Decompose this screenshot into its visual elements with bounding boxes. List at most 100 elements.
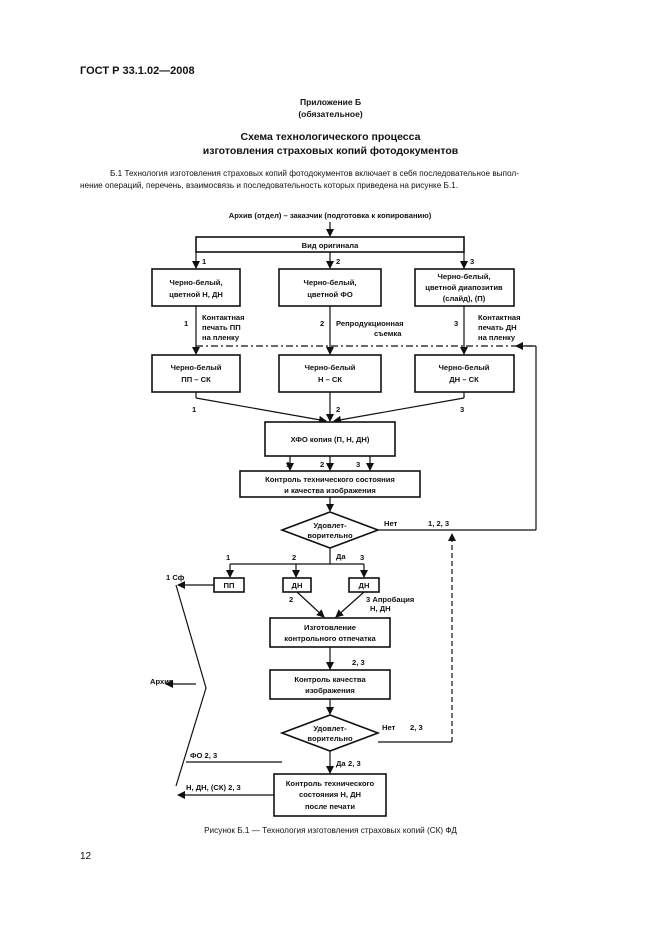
bw-box-2 [278,354,382,393]
nd-label: Н, ДН, (СК) 2, 3 [186,783,241,792]
box-text: ворительно [307,531,353,540]
box-text: ХФО копия (П, Н, ДН) [291,435,370,444]
box-text: Н – СК [318,375,342,384]
branch-number: 1 [192,405,197,414]
original-box-2 [278,268,382,307]
branch-number: 3 [356,460,360,469]
connector [335,591,365,618]
figure-caption: Рисунок Б.1 — Технология изготовления ст… [204,826,457,835]
branch-number: 1 [184,319,189,328]
annex-title: Приложение Б [299,97,362,107]
box-text: Черно-белый [305,363,356,372]
paragraph-line: нение операций, перечень, взаимосвязь и … [80,181,458,190]
branch-number: 2 [289,595,293,604]
branch-number: 3 [470,257,474,266]
box-text: после печати [305,802,355,811]
branch-number: 2 [336,257,340,266]
method-label: Контактная [478,313,521,322]
box-text: Изготовление [304,623,356,632]
box-text: Черно-белый, [438,272,491,281]
connector [195,397,327,424]
method-label: на пленку [202,333,240,342]
original-box-1 [151,268,241,307]
method-label: Контактная [202,313,245,322]
label-23: 2, 3 [352,658,365,667]
section-title-line: изготовления страховых копий фотодокумен… [202,145,459,157]
branch-number: 2 [336,405,340,414]
section-title: Схема технологического процесса изготовл… [0,130,661,158]
box-text: ДН – СК [449,375,479,384]
method-label: на пленку [478,333,516,342]
no-label: Нет [384,519,398,528]
final-box [273,773,387,817]
aprob-label: 3 Апробация [366,595,414,604]
box-text: ДН [292,581,303,590]
method-label: съемка [374,329,402,338]
box-text: цветной Н, ДН [169,290,223,299]
method-label: Репродукционная [336,319,404,328]
branch-number: 2 [320,460,324,469]
control-box [239,470,421,498]
method-label: печать ДН [478,323,517,332]
quality-box [269,669,391,700]
page-number: 12 [80,851,92,862]
document-header: ГОСТ Р 33.1.02—2008 [80,65,195,77]
yes-label: Да [336,552,346,561]
section-title-line: Схема технологического процесса [240,131,421,143]
fo-label: ФО 2, 3 [190,751,217,760]
label-23: 2, 3 [410,723,423,732]
box-text: Черно-белый, [304,278,357,287]
box-text: ДН [359,581,370,590]
box-text: цветной ФО [307,290,353,299]
connector [333,397,465,424]
box-text: Черно-белый, [170,278,223,287]
box-text: Контроль качества [294,675,366,684]
top-label: Архив (отдел) – заказчик (подготовка к к… [229,211,432,220]
annex-heading: Приложение Б (обязательное) [0,96,661,120]
branch-number: 3 [360,553,364,562]
box-text: Черно-белый [439,363,490,372]
branch-number: 2 [320,319,324,328]
body-paragraph: Б.1 Технология изготовления страховых ко… [80,168,600,192]
loop-label: 1, 2, 3 [428,519,449,528]
box-text: (слайд), (П) [443,294,486,303]
bw-box-1 [151,354,241,393]
aprob-label: Н, ДН [370,604,391,613]
connector [296,591,325,618]
box-text: цветной диапозитив [425,283,503,292]
method-label: печать ПП [202,323,241,332]
archive-label: Архив [150,677,174,686]
sf-label: 1 Сф [166,573,185,582]
box-text: Черно-белый [171,363,222,372]
archive-line [175,584,207,787]
box-text: контрольного отпечатка [284,634,376,643]
box-text: Удовлет- [313,724,347,733]
box-text: изображения [305,686,355,695]
annex-kind: (обязательное) [298,109,363,119]
box-text: состояния Н, ДН [299,790,361,799]
branch-number: 3 [460,405,464,414]
branch-number: 3 [454,319,458,328]
branch-number: 2 [292,553,296,562]
box-text: ворительно [307,734,353,743]
no-label: Нет [382,723,396,732]
bw-box-3 [414,354,515,393]
label-23: 2, 3 [348,759,361,768]
box-text: Контроль технического [286,779,375,788]
branch-number: 1 [226,553,231,562]
branch-number: 1 [286,460,291,469]
original-type-label: Вид оригинала [302,241,359,250]
box-text: ПП – СК [181,375,211,384]
box-text: Контроль технического состояния [265,475,395,484]
paragraph-line: Б.1 Технология изготовления страховых ко… [110,169,519,178]
xfo-box [264,421,396,457]
box-text: и качества изображения [284,486,376,495]
box-text: Удовлет- [313,521,347,530]
decision-diamond-2 [279,714,381,752]
print-box [269,617,391,648]
box-text: ПП [224,581,235,590]
yes-label: Да [336,759,346,768]
decision-diamond-1 [279,511,381,549]
branch-number: 1 [202,257,207,266]
